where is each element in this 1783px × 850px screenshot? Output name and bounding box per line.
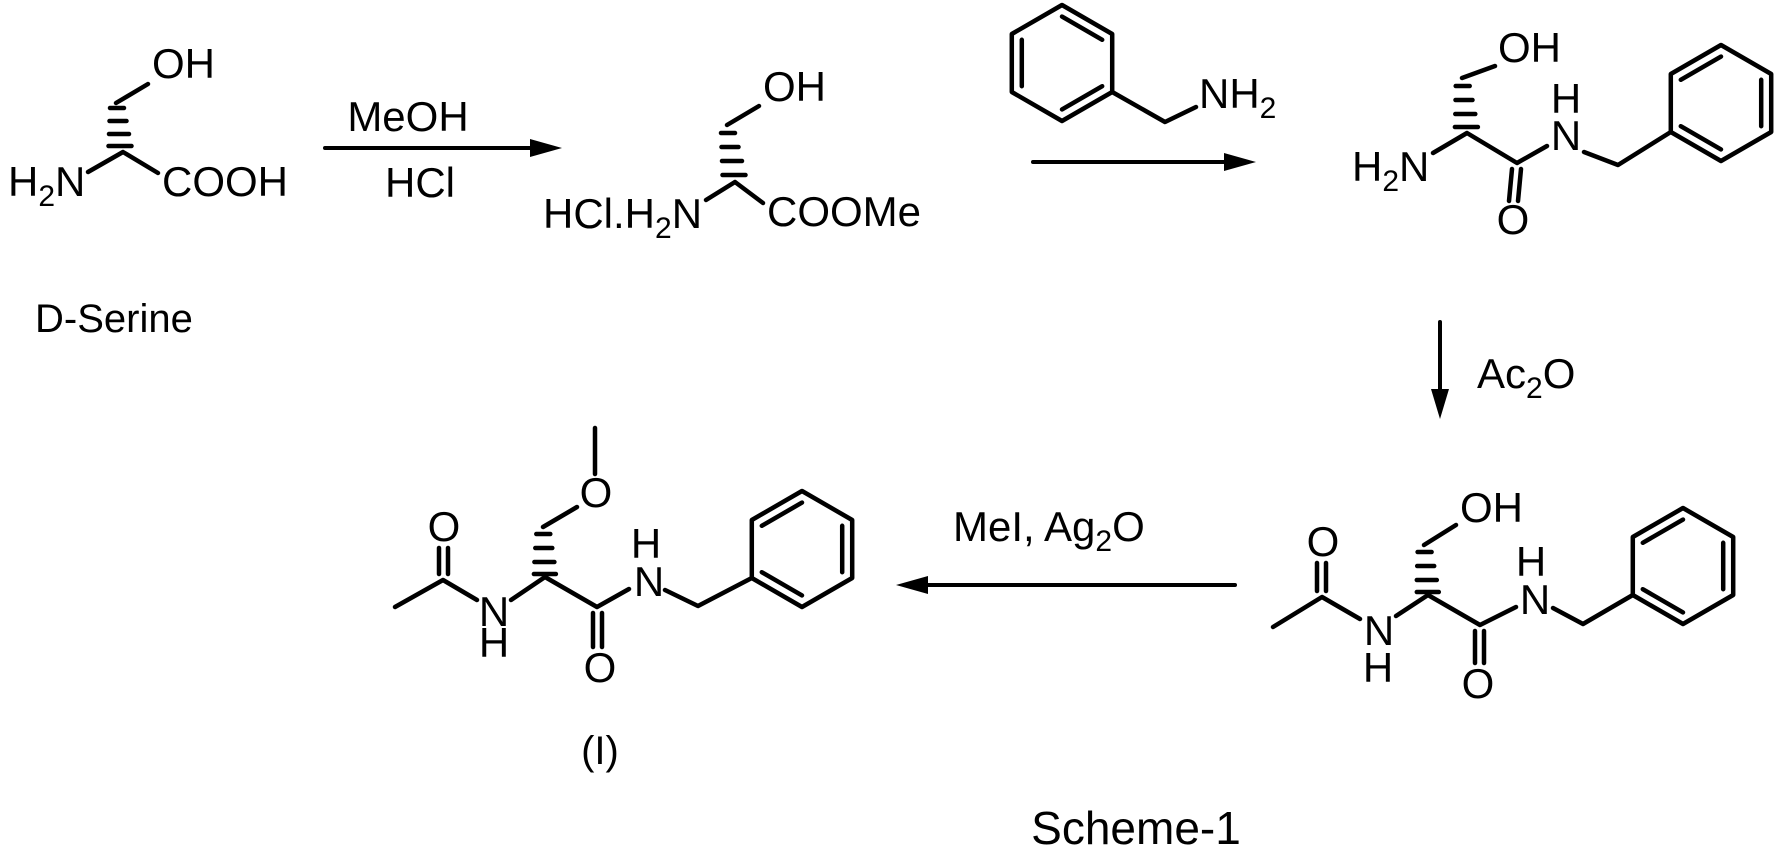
hydroxyl-label: OH: [152, 40, 215, 87]
bond-lines: [392, 425, 755, 610]
hashed-wedge: [1414, 549, 1442, 595]
hashed-wedge: [531, 531, 559, 577]
amide-h-label: H: [631, 520, 661, 567]
benzene-ring: [749, 488, 855, 610]
step4-arrow: MeI, Ag2O: [896, 503, 1237, 594]
hydroxyl-label: OH: [1498, 24, 1561, 71]
amine-label: NH2: [1199, 70, 1276, 125]
molecule-d-serine: OH H2N COOH D-Serine: [8, 40, 288, 341]
reagent-above: MeOH: [347, 93, 468, 140]
bond-lines: [1109, 89, 1199, 125]
hydroxyl-label: OH: [763, 63, 826, 110]
acetamido-n-label: N: [479, 588, 509, 635]
bond-lines: [85, 81, 161, 176]
molecule-amino-amide: OH H2N H N O: [1352, 24, 1774, 243]
acetyl-o-label: O: [1307, 518, 1340, 565]
ring-double-bonds: [759, 500, 845, 598]
amide-n-label: N: [1520, 576, 1550, 623]
step2-arrow: [1031, 153, 1256, 171]
amide-n-label: N: [1551, 112, 1581, 159]
amine-label: H2N: [8, 158, 85, 213]
benzene-ring: [1630, 505, 1736, 627]
step3-arrow: Ac2O: [1431, 320, 1575, 419]
acetamido-n-label: N: [1364, 607, 1394, 654]
carboxyl-label: COOH: [162, 158, 288, 205]
reagent-below: HCl: [385, 159, 455, 206]
amide-h-label: H: [1516, 538, 1546, 585]
reagent-label: MeI, Ag2O: [953, 503, 1145, 558]
arrowhead-down: [1431, 389, 1449, 419]
carbonyl-o-label: O: [584, 644, 617, 691]
acetamido-h-label: H: [1363, 644, 1393, 691]
reagent-label: Ac2O: [1477, 350, 1575, 405]
step1-arrow: MeOH HCl: [323, 93, 562, 206]
compound-number: (I): [581, 729, 619, 773]
ring-double-bonds: [1678, 54, 1764, 152]
molecule-acetamido-alcohol: O N H OH H N O: [1270, 484, 1736, 707]
molecule-methyl-ester: OH HCl.H2N COOMe: [543, 63, 921, 245]
compound-caption: D-Serine: [35, 297, 193, 341]
hashed-wedge: [718, 130, 748, 178]
carbonyl-double-bond: [1506, 166, 1524, 204]
scheme-title: Scheme-1: [1031, 802, 1241, 850]
amide-n-label: N: [634, 558, 664, 605]
ring-double-bonds: [1640, 517, 1726, 615]
bond-lines: [1270, 522, 1636, 630]
acetamido-h-label: H: [479, 619, 509, 666]
arrowhead-left: [896, 576, 928, 594]
benzene-ring: [1009, 2, 1115, 124]
acetyl-o-label: O: [428, 503, 461, 550]
bond-lines: [1430, 63, 1674, 168]
carbonyl-o-label: O: [1497, 196, 1530, 243]
bond-lines: [703, 103, 766, 206]
hashed-wedge: [106, 105, 134, 149]
ring-double-bonds: [1019, 14, 1105, 112]
hydroxyl-label: OH: [1460, 484, 1523, 531]
benzene-ring: [1668, 42, 1774, 164]
ester-label: COOMe: [767, 188, 921, 235]
ether-o-label: O: [580, 469, 613, 516]
carbonyl-double-bonds: [436, 545, 605, 650]
reagent-benzylamine: NH2: [1009, 2, 1276, 125]
carbonyl-double-bonds: [1314, 560, 1487, 666]
hashed-wedge: [1452, 83, 1481, 130]
arrowhead-right: [530, 139, 562, 157]
arrowhead-right: [1224, 153, 1256, 171]
amine-salt-label: HCl.H2N: [543, 190, 702, 245]
molecule-product: O N H O H N O (I): [392, 425, 855, 773]
amide-h-label: H: [1551, 75, 1581, 122]
amine-label: H2N: [1352, 143, 1429, 198]
carbonyl-o-label: O: [1462, 660, 1495, 707]
